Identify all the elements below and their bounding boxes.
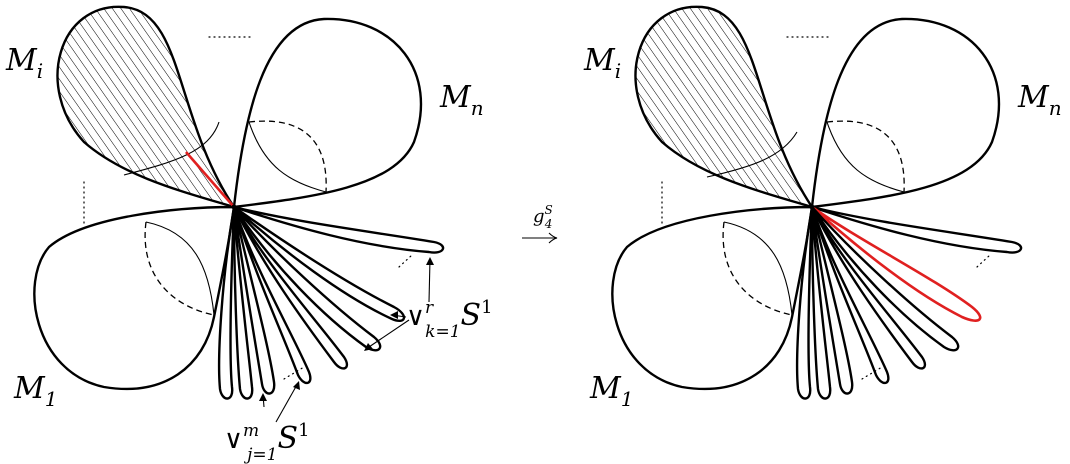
label-m-1-left: M1: [13, 371, 57, 411]
label-m-n-left: Mn: [439, 80, 484, 120]
label-m-i-left: Mi: [5, 43, 43, 83]
label-m-i-right: Mi: [583, 43, 621, 83]
right-figure: [611, 5, 1023, 400]
red-petal-right: [811, 205, 982, 322]
label-m-n-right: Mn: [1017, 80, 1062, 120]
left-figure: [33, 5, 445, 423]
red-arc-left: [185, 151, 235, 208]
label-m-1-right: M1: [589, 371, 633, 411]
